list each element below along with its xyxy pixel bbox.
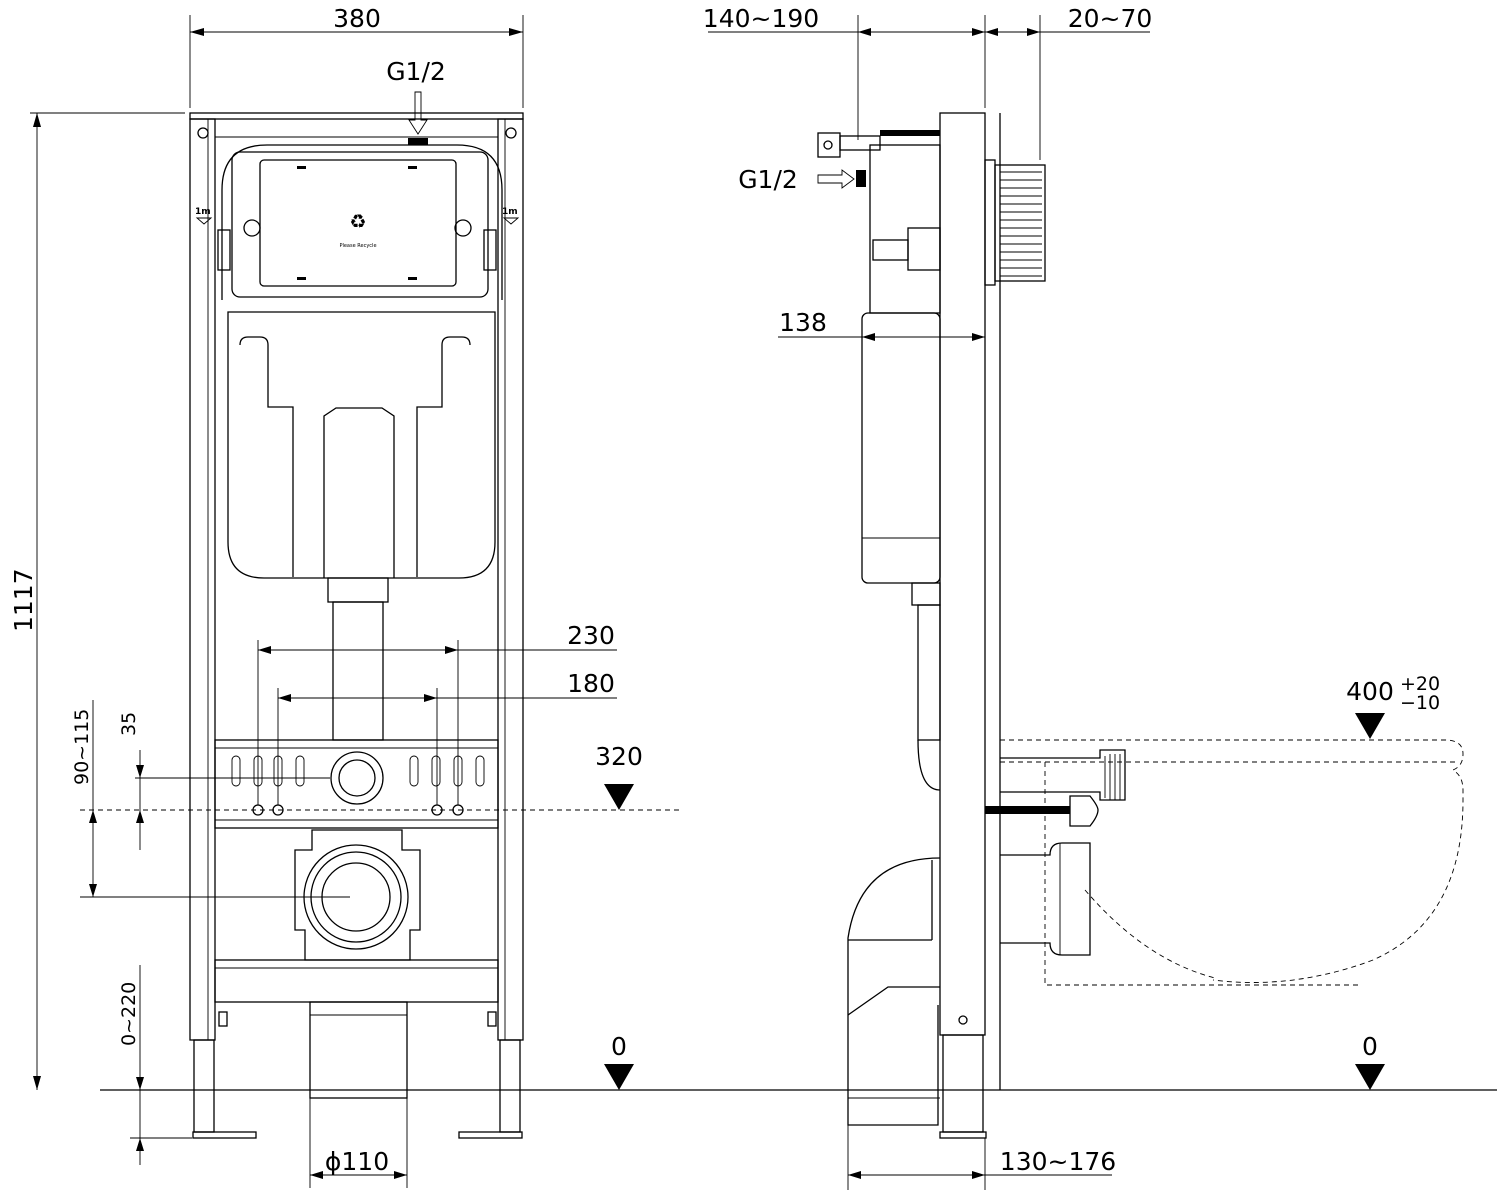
spacing-inner-label: 180 bbox=[567, 669, 615, 698]
level-mark-right: 1m bbox=[502, 207, 518, 217]
level-triangle bbox=[604, 784, 634, 810]
floor-label-side: 0 bbox=[1362, 1032, 1378, 1061]
dimension-drain-depth: 130~176 bbox=[847, 1125, 1116, 1190]
height-label: 1117 bbox=[9, 568, 38, 632]
pan-height-minus: −10 bbox=[1400, 692, 1440, 714]
frame-side bbox=[939, 112, 986, 1036]
side-view: 140~190 20~70 G1/2 bbox=[703, 4, 1464, 1190]
left-dimensions: 35 90~115 1117 0~220 bbox=[9, 112, 192, 1165]
drain-elbow bbox=[294, 829, 421, 1099]
drain-pipe-side bbox=[847, 857, 941, 1126]
leg-adjust-label: 0~220 bbox=[118, 982, 140, 1046]
depth-label: 140~190 bbox=[703, 4, 819, 33]
front-view: 380 G1/2 1m 1m bbox=[9, 4, 680, 1188]
pan-height-callout: 400 +20 −10 bbox=[1346, 673, 1440, 739]
width-label: 380 bbox=[333, 4, 381, 33]
dimension-width: 380 bbox=[189, 4, 524, 108]
pan-height-main: 400 bbox=[1346, 677, 1394, 706]
floor-label-front: 0 bbox=[611, 1032, 627, 1061]
flush-plate-side bbox=[984, 159, 1046, 286]
cistern-side bbox=[817, 130, 941, 791]
legs bbox=[192, 1039, 523, 1139]
inlet-label: G1/2 bbox=[386, 57, 446, 86]
recycle-label: Please Recycle bbox=[339, 243, 376, 249]
inlet-callout: G1/2 bbox=[386, 57, 446, 145]
dimension-depth: 140~190 20~70 bbox=[703, 4, 1152, 160]
bolt-offset-label: 35 bbox=[118, 712, 140, 736]
drain-offset-label: 90~115 bbox=[71, 709, 93, 785]
cistern: ♻ Please Recycle bbox=[221, 144, 503, 741]
crossbar-slots bbox=[231, 751, 485, 816]
dimension-drain-diameter: ϕ110 bbox=[309, 1098, 408, 1188]
toilet-bowl-outline bbox=[985, 739, 1464, 986]
level-mark-left: 1m bbox=[195, 207, 211, 217]
tank-depth-label: 138 bbox=[779, 308, 827, 337]
recycle-icon: ♻ bbox=[349, 211, 366, 233]
pan-height-plus: +20 bbox=[1400, 673, 1440, 695]
plate-offset-label: 20~70 bbox=[1068, 4, 1153, 33]
drain-diameter-label: ϕ110 bbox=[325, 1147, 389, 1176]
side-inlet-label: G1/2 bbox=[738, 165, 798, 194]
spacing-outer-label: 230 bbox=[567, 621, 615, 650]
outlet-height-label: 320 bbox=[595, 742, 643, 771]
dimension-spacing: 230 180 bbox=[257, 621, 617, 805]
drain-depth-label: 130~176 bbox=[1000, 1147, 1116, 1176]
